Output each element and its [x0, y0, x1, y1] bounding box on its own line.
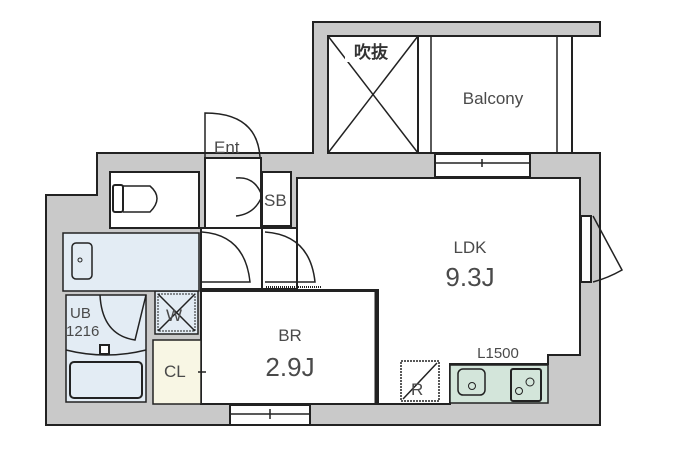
ldk-room: LDK 9.3J: [296, 177, 581, 405]
balcony-window[interactable]: [434, 153, 531, 178]
closet-label: CL: [164, 362, 186, 381]
entrance-label: Ent: [214, 138, 240, 157]
kitchen-length-label: L1500: [477, 345, 519, 362]
ldk-label: LDK: [453, 238, 487, 257]
unit-bath-label: UB: [70, 305, 91, 322]
stove-icon: [510, 368, 542, 402]
washroom: [62, 232, 200, 292]
bedroom: BR 2.9J: [200, 290, 378, 405]
sink-icon: [457, 368, 486, 396]
void-area: 吹抜: [327, 35, 419, 154]
kitchen-counter: L1500: [449, 345, 549, 404]
ldk-side-door[interactable]: [580, 215, 624, 283]
fridge-label: R: [411, 380, 423, 399]
unit-bath: UB 1216: [65, 294, 147, 403]
washer-space: W: [154, 290, 199, 335]
balcony-label: Balcony: [463, 89, 524, 108]
bathtub-icon: [69, 361, 143, 399]
bedroom-window[interactable]: [229, 404, 311, 426]
balcony: Balcony: [417, 35, 573, 154]
washroom-door[interactable]: [201, 231, 251, 283]
fridge-space: R: [400, 360, 440, 402]
hallway: [200, 227, 322, 290]
shoe-box: SB: [235, 171, 292, 227]
unit-bath-size: 1216: [66, 323, 99, 340]
washbasin-icon: [71, 242, 93, 280]
void-label: 吹抜: [354, 42, 389, 63]
entrance-door[interactable]: [204, 112, 261, 158]
washer-label: W: [166, 306, 182, 325]
toilet-room: [109, 171, 200, 229]
toilet-icon: [112, 184, 124, 213]
bedroom-label: BR: [278, 326, 302, 345]
entrance: Ent: [204, 112, 262, 229]
shoe-box-label: SB: [264, 191, 287, 210]
ldk-size: 9.3J: [445, 262, 494, 292]
bedroom-size: 2.9J: [265, 352, 314, 382]
bedroom-door[interactable]: [264, 231, 316, 283]
closet: CL: [152, 339, 206, 405]
